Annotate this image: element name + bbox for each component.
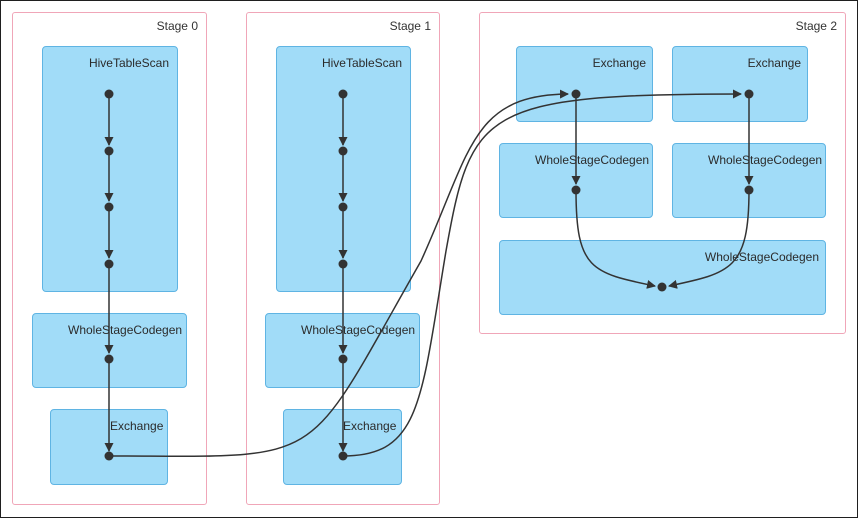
- stage-2-whole-stage-codegen-cluster-bottom[interactable]: WholeStageCodegen: [499, 240, 826, 315]
- cluster-label: WholeStageCodegen: [704, 250, 819, 264]
- stage-2-exchange-cluster-right[interactable]: Exchange: [672, 46, 808, 122]
- cluster-label: WholeStageCodegen: [708, 153, 823, 167]
- stage-0-label: Stage 0: [156, 19, 198, 33]
- cluster-label: HiveTableScan: [321, 56, 402, 70]
- cluster-label: HiveTableScan: [88, 56, 169, 70]
- cluster-label: WholeStageCodegen: [535, 153, 650, 167]
- stage-2-label: Stage 2: [795, 19, 837, 33]
- stage-2-whole-stage-codegen-cluster-right[interactable]: WholeStageCodegen: [672, 143, 826, 218]
- cluster-label: WholeStageCodegen: [68, 323, 183, 337]
- stage-1-hive-table-scan-cluster[interactable]: HiveTableScan: [276, 46, 411, 292]
- cluster-label: WholeStageCodegen: [301, 323, 416, 337]
- stage-1-label: Stage 1: [389, 19, 431, 33]
- cluster-label: Exchange: [747, 56, 801, 70]
- stage-0-whole-stage-codegen-cluster[interactable]: WholeStageCodegen: [32, 313, 187, 388]
- stage-1-whole-stage-codegen-cluster[interactable]: WholeStageCodegen: [265, 313, 420, 388]
- cluster-label: Exchange: [592, 56, 646, 70]
- stage-2-whole-stage-codegen-cluster-left[interactable]: WholeStageCodegen: [499, 143, 653, 218]
- stage-1-exchange-cluster[interactable]: Exchange: [283, 409, 402, 485]
- cluster-label: Exchange: [110, 419, 164, 433]
- cluster-label: Exchange: [343, 419, 397, 433]
- stage-0-exchange-cluster[interactable]: Exchange: [50, 409, 168, 485]
- stage-2-exchange-cluster-left[interactable]: Exchange: [516, 46, 653, 122]
- stage-0-hive-table-scan-cluster[interactable]: HiveTableScan: [42, 46, 178, 292]
